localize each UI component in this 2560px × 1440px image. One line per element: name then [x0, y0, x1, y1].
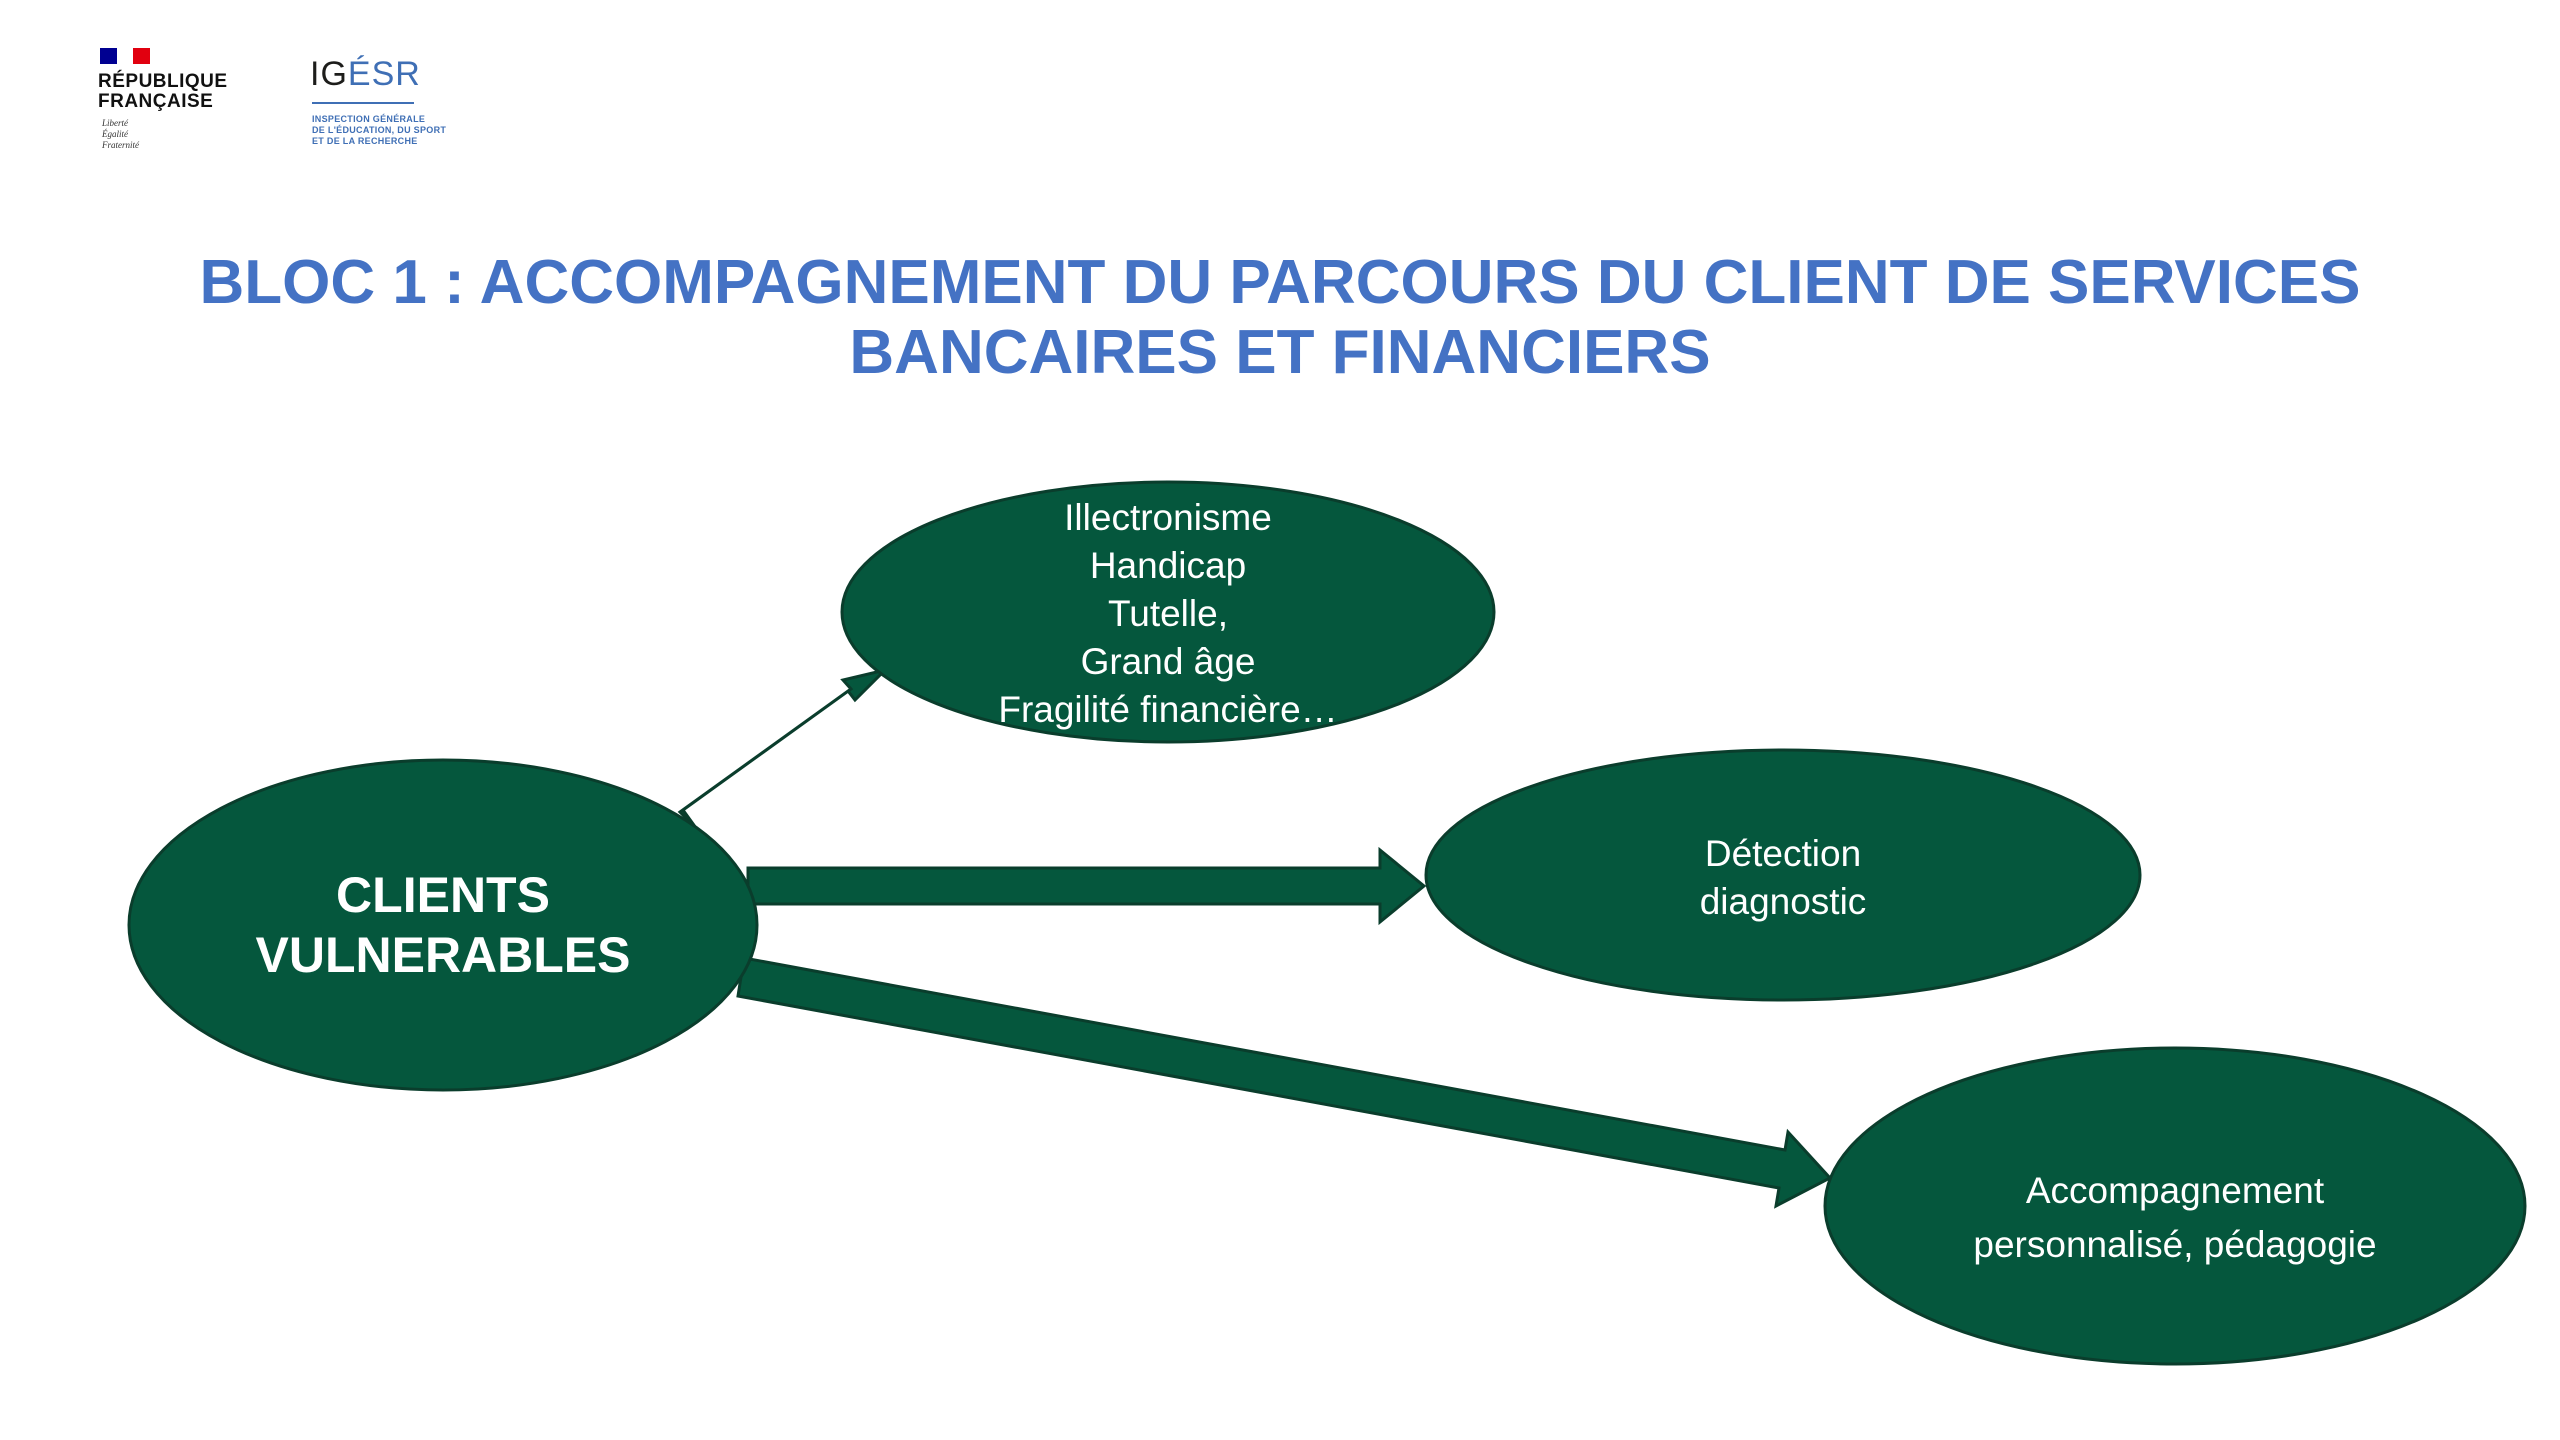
detection-label-line2: diagnostic [1700, 881, 1867, 922]
vulnerability-item: Illectronisme [1064, 497, 1272, 538]
slide-title-line2: BANCAIRES ET FINANCIERS [849, 318, 1711, 387]
rf-logo-motto: Liberté Égalité Fraternité [102, 118, 139, 150]
support-node [1823, 1046, 2527, 1366]
republique-francaise-logo: RÉPUBLIQUE FRANÇAISE Liberté Égalité Fra… [90, 34, 240, 164]
vulnerability-item: Handicap [1090, 545, 1246, 586]
center-label-line2: VULNERABLES [255, 927, 630, 983]
vulnerability-item: Tutelle, [1108, 593, 1228, 634]
slide-title-line1: BLOC 1 : ACCOMPAGNEMENT DU PARCOURS DU C… [199, 248, 2361, 317]
flag-white-band [116, 48, 134, 64]
support-label-line2: personnalisé, pédagogie [1973, 1224, 2376, 1265]
arrow-to-detection [746, 846, 1427, 926]
arrow-to-vulnerabilities [677, 667, 890, 830]
igesr-logo-subtitle: INSPECTION GÉNÉRALE DE L'ÉDUCATION, DU S… [312, 114, 447, 146]
vulnerability-item: Fragilité financière… [998, 689, 1337, 730]
igesr-name-part1: IG [310, 55, 348, 93]
igesr-name-part2: ÉSR [347, 55, 421, 93]
detection-label-line1: Détection [1705, 833, 1861, 874]
vulnerabilities-node [840, 480, 1496, 744]
slide-title: BLOC 1 : ACCOMPAGNEMENT DU PARCOURS DU C… [100, 248, 2460, 388]
flag-blue-band [100, 48, 117, 64]
french-flag-icon [100, 48, 151, 64]
arrow-to-support [736, 956, 1833, 1209]
clients-vulnerables-node [127, 758, 759, 1092]
igesr-logo-rule [312, 102, 414, 104]
rf-logo-title: RÉPUBLIQUE FRANÇAISE [98, 71, 228, 112]
igesr-logo: IGÉSR INSPECTION GÉNÉRALE DE L'ÉDUCATION… [308, 50, 508, 170]
vulnerability-item: Grand âge [1081, 641, 1256, 682]
support-label-line1: Accompagnement [2026, 1170, 2325, 1211]
flag-red-band [133, 48, 151, 64]
igesr-logo-name: IGÉSR [310, 54, 421, 94]
detection-node [1424, 748, 2142, 1002]
center-label-line1: CLIENTS [336, 867, 550, 923]
